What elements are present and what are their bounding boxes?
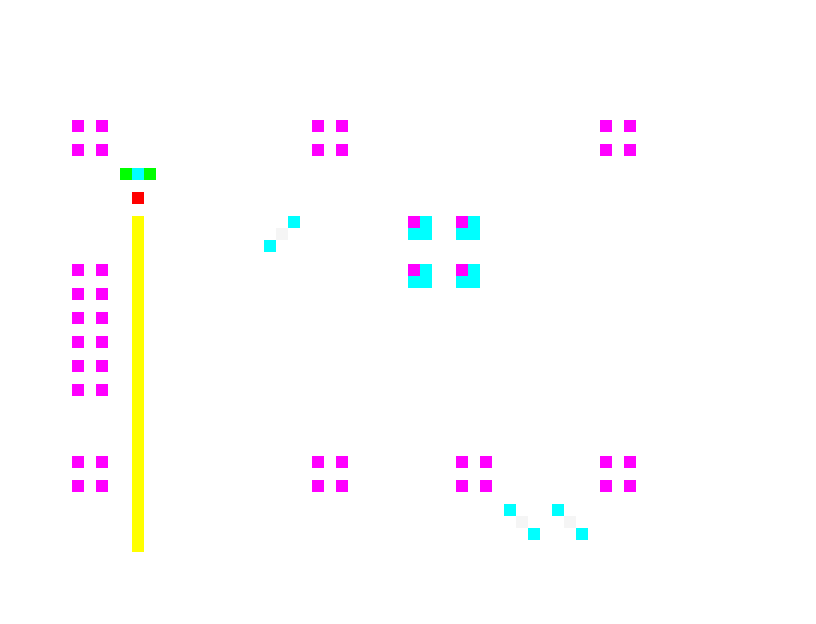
wall-block xyxy=(336,120,348,132)
wall-block xyxy=(600,144,612,156)
wall-block xyxy=(312,480,324,492)
cyan-dot xyxy=(264,240,276,252)
wall-block xyxy=(96,120,108,132)
cyan-dot xyxy=(528,528,540,540)
wall-block xyxy=(336,480,348,492)
wall-block xyxy=(312,120,324,132)
wall-block xyxy=(72,336,84,348)
wall-block xyxy=(600,480,612,492)
trail-dot xyxy=(276,228,288,240)
target-corner xyxy=(456,264,468,276)
agent-center-part xyxy=(132,168,144,180)
yellow-bar xyxy=(132,216,144,552)
target-corner xyxy=(408,216,420,228)
wall-block xyxy=(624,120,636,132)
wall-block xyxy=(600,120,612,132)
wall-block xyxy=(72,480,84,492)
wall-block xyxy=(72,360,84,372)
wall-block xyxy=(456,456,468,468)
wall-block xyxy=(96,144,108,156)
wall-block xyxy=(72,288,84,300)
wall-block xyxy=(336,144,348,156)
wall-block xyxy=(72,384,84,396)
wall-block xyxy=(72,120,84,132)
wall-block xyxy=(624,144,636,156)
agent-left-part xyxy=(120,168,132,180)
wall-block xyxy=(96,336,108,348)
wall-block xyxy=(624,456,636,468)
cyan-dot xyxy=(504,504,516,516)
wall-block xyxy=(480,480,492,492)
wall-block xyxy=(312,456,324,468)
wall-block xyxy=(336,456,348,468)
wall-block xyxy=(96,456,108,468)
agent-right-part xyxy=(144,168,156,180)
wall-block xyxy=(72,456,84,468)
trail-dot xyxy=(516,516,528,528)
wall-block xyxy=(72,264,84,276)
wall-block xyxy=(96,264,108,276)
wall-block xyxy=(312,144,324,156)
wall-block xyxy=(96,360,108,372)
wall-block xyxy=(480,456,492,468)
trail-dot xyxy=(564,516,576,528)
wall-block xyxy=(600,456,612,468)
wall-block xyxy=(96,384,108,396)
target-corner xyxy=(456,216,468,228)
wall-block xyxy=(96,288,108,300)
wall-block xyxy=(456,480,468,492)
wall-block xyxy=(72,144,84,156)
wall-block xyxy=(624,480,636,492)
cyan-dot xyxy=(576,528,588,540)
wall-block xyxy=(96,312,108,324)
agent-marker xyxy=(132,192,144,204)
target-corner xyxy=(408,264,420,276)
wall-block xyxy=(72,312,84,324)
cyan-dot xyxy=(552,504,564,516)
wall-block xyxy=(96,480,108,492)
cyan-dot xyxy=(288,216,300,228)
